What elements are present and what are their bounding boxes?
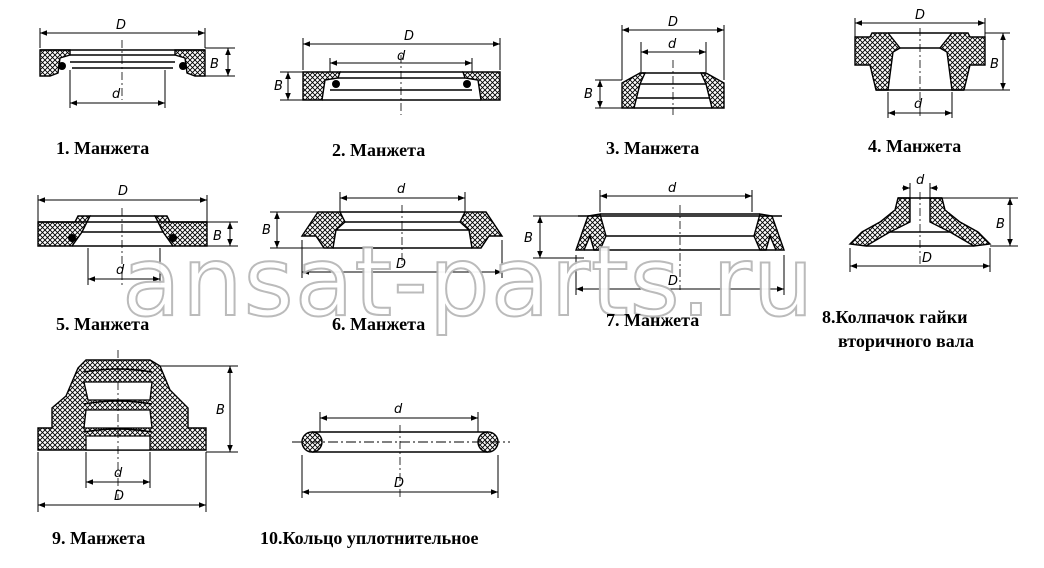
part-9-dim-D: D — [114, 489, 124, 504]
part-10-caption: 10.Кольцо уплотнительное — [260, 528, 479, 548]
part-10-dim-D: D — [394, 476, 404, 491]
part-5-drawing: D d B — [37, 184, 238, 285]
part-3-drawing: D d B — [584, 15, 725, 115]
part-8-drawing: d B D — [848, 173, 1018, 272]
part-8-caption-line2: вторичного вала — [838, 331, 974, 351]
part-2-dim-D: D — [404, 29, 414, 44]
part-2-number: 2. — [332, 140, 346, 160]
part-2-drawing: D d B — [274, 29, 501, 115]
part-3-dim-B: B — [584, 87, 593, 102]
part-9-drawing: B d D — [37, 350, 238, 512]
part-9-dim-d: d — [114, 466, 123, 481]
part-10-drawing: d D — [292, 402, 510, 500]
part-2-dim-B: B — [274, 79, 283, 94]
part-9-number: 9. — [52, 528, 66, 548]
part-10-name: Кольцо уплотнительное — [282, 528, 479, 548]
part-1-number: 1. — [56, 138, 70, 158]
part-8-dim-D: D — [922, 251, 932, 266]
part-1-caption: 1. Манжета — [56, 138, 149, 158]
part-2-name: Манжета — [350, 140, 426, 160]
part-1-dim-B: B — [210, 57, 219, 72]
part-4-caption: 4. Манжета — [868, 136, 961, 156]
part-3-dim-D: D — [668, 15, 678, 30]
part-1-dim-d: d — [112, 87, 121, 102]
part-9-name: Манжета — [70, 528, 146, 548]
part-5-number: 5. — [56, 314, 70, 334]
part-5-dim-D: D — [118, 184, 128, 199]
part-7-dim-B: B — [524, 231, 533, 246]
watermark: ansat-parts.ru — [121, 226, 815, 338]
part-6-dim-B: B — [262, 223, 271, 238]
part-4-drawing: D d B — [854, 8, 1010, 118]
part-6-name: Манжета — [350, 314, 426, 334]
part-5-name: Манжета — [74, 314, 150, 334]
part-7-name: Манжета — [624, 310, 700, 330]
part-5-dim-d: d — [116, 263, 125, 278]
part-3-caption: 3. Манжета — [606, 138, 699, 158]
part-10-dim-d: d — [394, 402, 403, 417]
part-8-number: 8. — [822, 307, 836, 327]
part-6-drawing: d B D — [262, 182, 504, 278]
part-4-name: Манжета — [886, 136, 962, 156]
part-6-dim-D: D — [396, 257, 406, 272]
part-3-name: Манжета — [624, 138, 700, 158]
part-5-dim-B: B — [213, 229, 222, 244]
part-7-dim-D: D — [668, 274, 678, 289]
part-1-dim-D: D — [116, 18, 126, 33]
part-6-caption: 6. Манжета — [332, 314, 425, 334]
part-1-name: Манжета — [74, 138, 150, 158]
part-2-dim-d: d — [397, 49, 406, 64]
part-9-dim-B: B — [216, 403, 225, 418]
part-9-caption: 9. Манжета — [52, 528, 145, 548]
part-2-caption: 2. Манжета — [332, 140, 425, 160]
part-4-number: 4. — [868, 136, 882, 156]
part-8-caption: 8.Колпачок гайки — [822, 307, 967, 327]
part-7-drawing: d B D — [524, 181, 785, 295]
part-8-dim-d: d — [916, 173, 925, 188]
part-8-name: Колпачок гайки — [835, 307, 968, 327]
part-1-drawing: D d B — [39, 18, 235, 108]
part-10-number: 10. — [260, 528, 283, 548]
part-7-caption: 7. Манжета — [606, 310, 699, 330]
part-6-dim-d: d — [397, 182, 406, 197]
part-4-dim-B: B — [990, 57, 999, 72]
part-7-number: 7. — [606, 310, 620, 330]
part-4-dim-D: D — [915, 8, 925, 23]
part-5-caption: 5. Манжета — [56, 314, 149, 334]
part-3-number: 3. — [606, 138, 620, 158]
part-3-dim-d: d — [668, 37, 677, 52]
part-7-dim-d: d — [668, 181, 677, 196]
part-8-dim-B: B — [996, 217, 1005, 232]
part-4-dim-d: d — [914, 97, 923, 112]
part-6-number: 6. — [332, 314, 346, 334]
